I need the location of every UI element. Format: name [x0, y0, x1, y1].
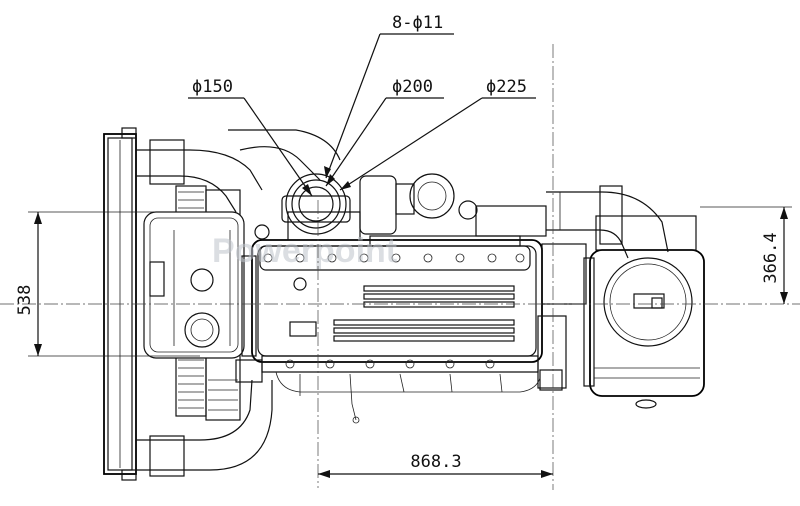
leader-dia-200: [325, 97, 444, 187]
upper-coolant-pipe: [136, 129, 341, 213]
lower-coolant-pipe: [136, 379, 273, 477]
dimension-538: [28, 211, 220, 357]
dimension-366-label: 366.4: [761, 232, 781, 283]
dimension-868: [318, 470, 553, 478]
turbocharger: [287, 173, 547, 247]
leader-dia-225: [339, 97, 536, 191]
dimension-538-label: 538: [15, 285, 35, 316]
dia-150-label: ϕ150: [192, 77, 233, 97]
center-lines: [0, 44, 800, 490]
air-filter: [583, 215, 705, 409]
expansion-tank: [143, 211, 245, 359]
dimension-868-label: 868.3: [410, 452, 461, 472]
side-equipment: [235, 224, 587, 424]
dimension-366: [700, 206, 792, 304]
dia-225-label: ϕ225: [486, 77, 527, 97]
leader-bolt-holes: [324, 33, 454, 179]
dia-200-label: ϕ200: [392, 77, 433, 97]
exhaust-flange: [281, 173, 351, 235]
air-intake-pipe: [546, 185, 669, 259]
leader-dia-150: [188, 97, 313, 197]
bolt-holes-label: 8-ϕ11: [392, 13, 443, 33]
watermark: Powerpoint: [212, 232, 397, 270]
